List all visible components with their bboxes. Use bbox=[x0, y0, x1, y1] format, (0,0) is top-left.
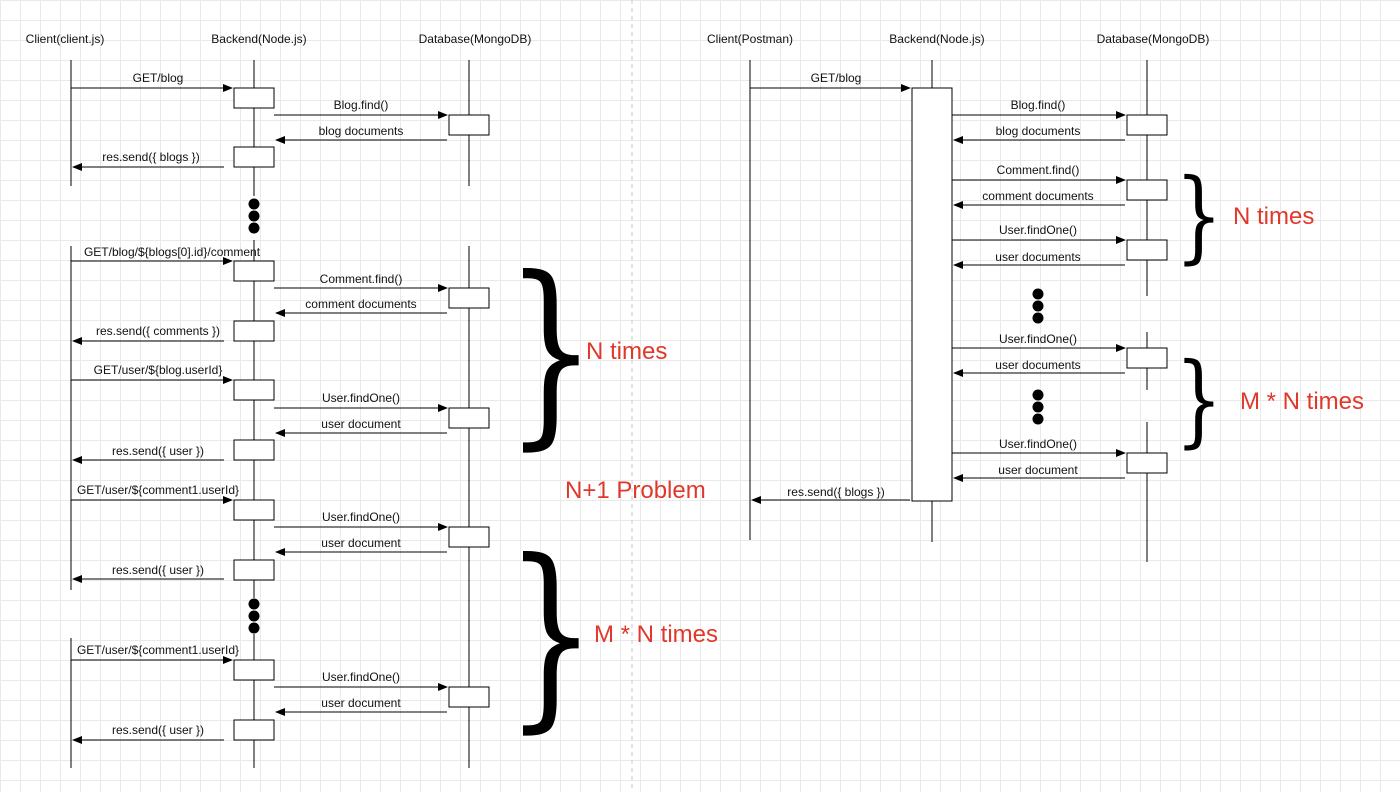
left-activation-box bbox=[233, 260, 275, 282]
message-label: GET/user/${comment1.userId} bbox=[77, 643, 239, 657]
ellipsis-dots bbox=[1032, 389, 1044, 425]
left-activation-box bbox=[233, 379, 275, 401]
left-activation-box bbox=[448, 114, 490, 136]
message-label: GET/user/${comment1.userId} bbox=[77, 483, 239, 497]
ellipsis-dots bbox=[1032, 288, 1044, 324]
message-label: user document bbox=[321, 417, 401, 431]
message-label: Blog.find() bbox=[1011, 98, 1066, 112]
message-label: res.send({ user }) bbox=[112, 723, 204, 737]
message-label: Blog.find() bbox=[334, 98, 389, 112]
annotation-m-n-times: M * N times bbox=[594, 621, 718, 648]
message-label: GET/user/${blog.userId} bbox=[94, 363, 223, 377]
ellipsis-dots bbox=[248, 598, 260, 634]
message-label: blog documents bbox=[996, 124, 1081, 138]
message-label: user document bbox=[998, 463, 1078, 477]
right-diagram: Client(Postman) Backend(Node.js) Databas… bbox=[707, 32, 1364, 562]
message-label: User.findOne() bbox=[322, 510, 400, 524]
brace-glyph: } bbox=[505, 518, 597, 751]
message-label: User.findOne() bbox=[322, 670, 400, 684]
left-activation-box bbox=[233, 87, 275, 109]
message-label: res.send({ comments }) bbox=[96, 324, 220, 338]
left-header-database: Database(MongoDB) bbox=[419, 32, 532, 46]
message-label: user document bbox=[321, 696, 401, 710]
left-activation-box bbox=[233, 719, 275, 741]
annotation-n-plus-1-problem: N+1 Problem bbox=[565, 477, 706, 504]
right-activation-box bbox=[1126, 347, 1168, 369]
left-activation-box bbox=[233, 146, 275, 168]
message-label: comment documents bbox=[305, 297, 416, 311]
left-activation-box bbox=[233, 439, 275, 461]
left-activation-box bbox=[448, 407, 490, 429]
annotation-n-times: N times bbox=[586, 338, 667, 365]
message-label: GET/blog/${blogs[0].id}/comment bbox=[84, 245, 261, 259]
left-activation-box bbox=[233, 499, 275, 521]
left-activation-box bbox=[233, 320, 275, 342]
left-activation-box bbox=[233, 559, 275, 581]
message-label: user documents bbox=[995, 250, 1080, 264]
right-header-database: Database(MongoDB) bbox=[1097, 32, 1210, 46]
message-label: Comment.find() bbox=[320, 272, 403, 286]
message-label: Comment.find() bbox=[997, 163, 1080, 177]
message-label: GET/blog bbox=[133, 71, 184, 85]
right-header-client: Client(Postman) bbox=[707, 32, 793, 46]
message-label: res.send({ user }) bbox=[112, 563, 204, 577]
left-header-backend: Backend(Node.js) bbox=[211, 32, 306, 46]
message-label: blog documents bbox=[319, 124, 404, 138]
brace-glyph: } bbox=[505, 235, 597, 468]
ellipsis-dots bbox=[248, 198, 260, 234]
message-label: res.send({ user }) bbox=[112, 444, 204, 458]
left-activation-box bbox=[233, 659, 275, 681]
message-label: user document bbox=[321, 536, 401, 550]
left-activation-box bbox=[448, 686, 490, 708]
right-activation-box bbox=[1126, 114, 1168, 136]
left-activation-box bbox=[448, 287, 490, 309]
message-label: GET/blog bbox=[811, 71, 862, 85]
message-label: User.findOne() bbox=[999, 437, 1077, 451]
message-label: user documents bbox=[995, 358, 1080, 372]
message-label: res.send({ blogs }) bbox=[102, 150, 199, 164]
right-activation-box bbox=[1126, 239, 1168, 261]
message-label: comment documents bbox=[982, 189, 1093, 203]
annotation-m-n-times: M * N times bbox=[1240, 388, 1364, 415]
right-activation-box bbox=[1126, 452, 1168, 474]
annotation-n-times: N times bbox=[1233, 203, 1314, 230]
message-label: User.findOne() bbox=[999, 223, 1077, 237]
right-activation-box bbox=[1126, 179, 1168, 201]
right-header-backend: Backend(Node.js) bbox=[889, 32, 984, 46]
message-label: res.send({ blogs }) bbox=[787, 485, 884, 499]
left-header-client: Client(client.js) bbox=[26, 32, 105, 46]
message-label: User.findOne() bbox=[999, 332, 1077, 346]
brace-glyph: } bbox=[1175, 157, 1223, 274]
left-diagram: Client(client.js) Backend(Node.js) Datab… bbox=[26, 32, 718, 768]
backend-activation-bar bbox=[911, 87, 953, 502]
brace-glyph: } bbox=[1175, 341, 1223, 458]
message-label: User.findOne() bbox=[322, 391, 400, 405]
left-activation-box bbox=[448, 526, 490, 548]
